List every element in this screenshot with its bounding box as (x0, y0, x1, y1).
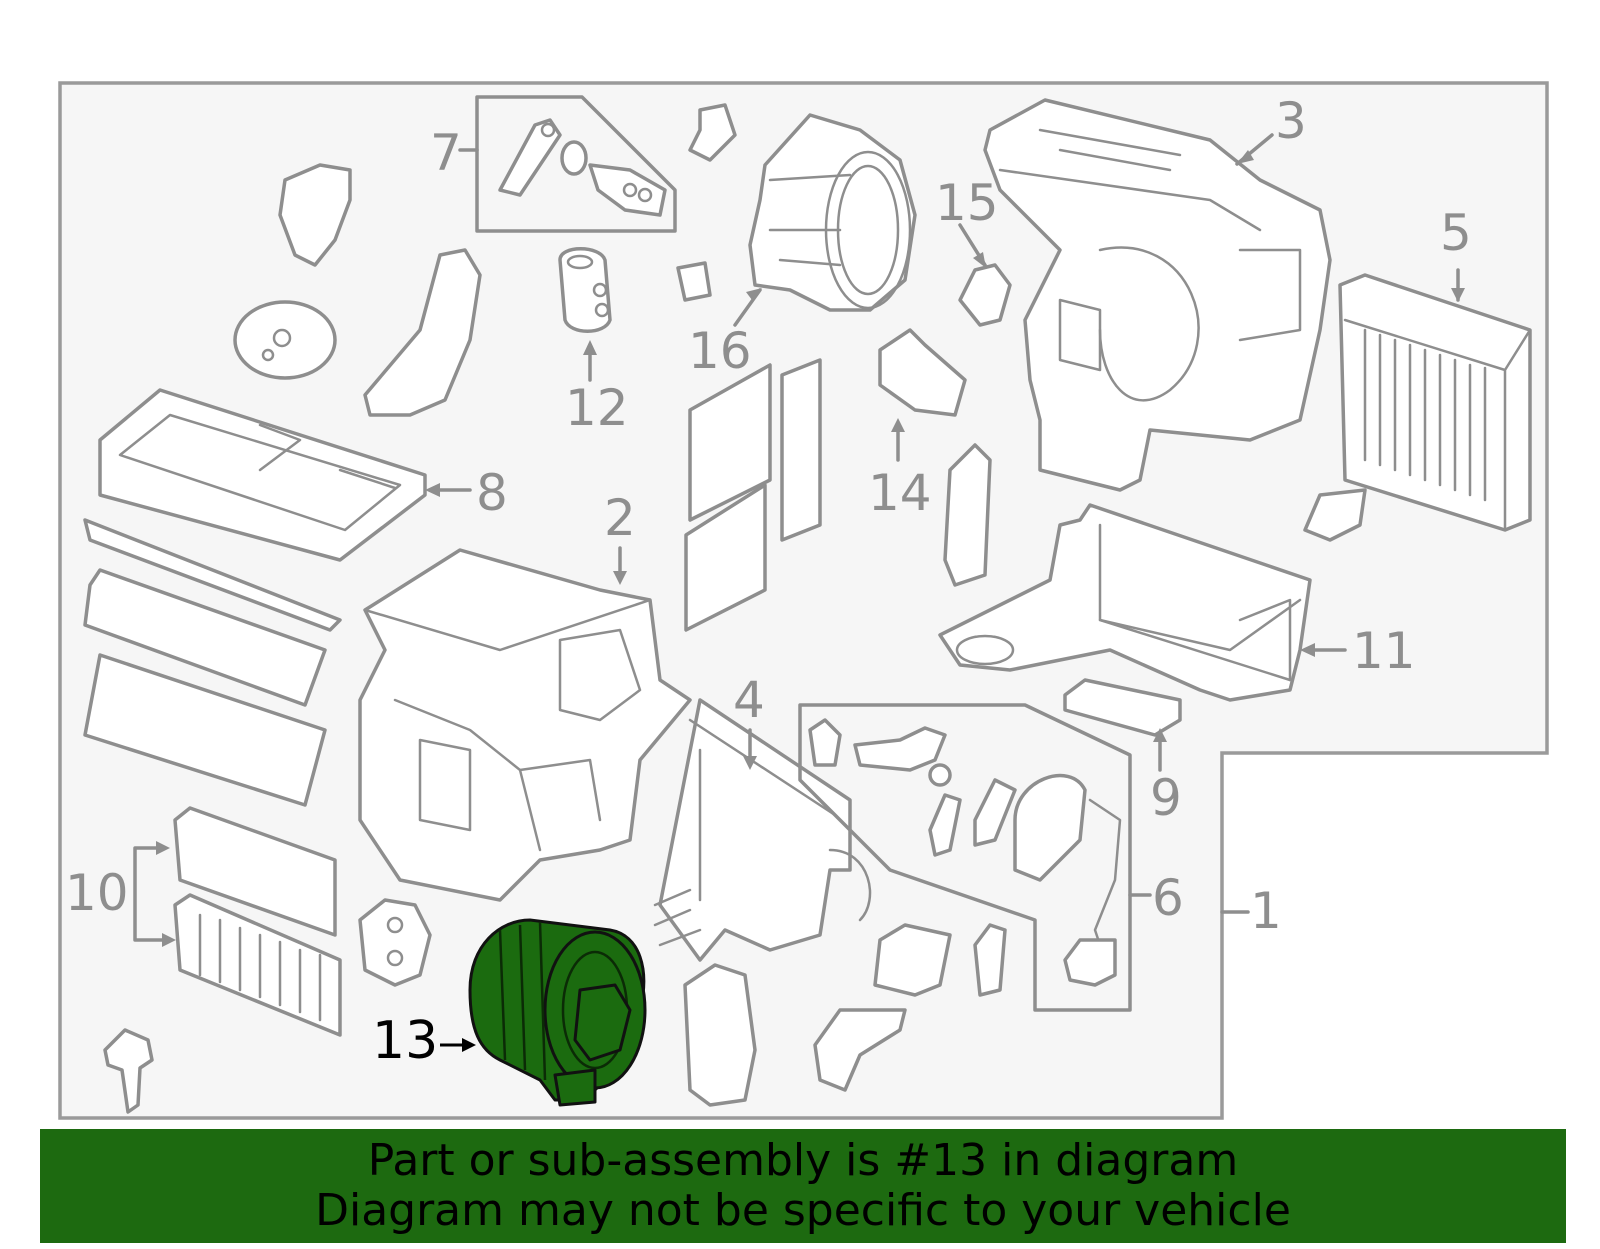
part-16-housing[interactable] (733, 113, 917, 327)
part-9-seal[interactable] (1063, 678, 1182, 772)
label-13: 13 (372, 1011, 438, 1071)
label-6: 6 (1152, 869, 1184, 927)
part-clip-small[interactable] (676, 261, 712, 302)
part-actuator-a[interactable] (363, 248, 482, 417)
part-15-sensor[interactable] (958, 223, 1012, 327)
part-14-resistor[interactable] (878, 328, 967, 462)
part-clip-a[interactable] (278, 163, 352, 267)
label-9: 9 (1150, 769, 1182, 827)
banner-line-1: Part or sub-assembly is #13 in diagram (367, 1135, 1239, 1186)
part-filter-small[interactable] (873, 923, 952, 997)
part-grommet[interactable] (233, 300, 337, 380)
part-11-lower-case[interactable] (938, 503, 1347, 702)
part-6-kit[interactable] (798, 703, 1152, 1012)
part-8-duct[interactable] (98, 388, 472, 562)
label-5: 5 (1440, 204, 1472, 262)
part-screw[interactable] (103, 1028, 154, 1114)
label-12: 12 (565, 379, 629, 437)
part-cover[interactable] (683, 963, 757, 1107)
label-15: 15 (935, 174, 999, 232)
part-12-valve[interactable] (558, 247, 612, 382)
part-seal[interactable] (943, 443, 992, 587)
cabin-filters[interactable] (684, 358, 822, 632)
label-4: 4 (733, 671, 765, 729)
banner-line-2: Diagram may not be specific to your vehi… (315, 1185, 1291, 1236)
info-banner: Part or sub-assembly is #13 in diagram D… (40, 1129, 1566, 1243)
part-7-kit[interactable] (458, 95, 677, 233)
label-3: 3 (1275, 92, 1307, 150)
part-3-upper-case[interactable] (983, 98, 1332, 492)
label-2: 2 (604, 489, 636, 547)
part-5-core[interactable] (1338, 268, 1532, 532)
part-duct-c[interactable] (83, 653, 327, 807)
part-13-blower-motor[interactable] (440, 918, 647, 1107)
part-duct-a[interactable] (83, 518, 342, 632)
label-7: 7 (430, 124, 462, 182)
part-2-case[interactable] (358, 546, 692, 902)
part-clip-b[interactable] (1303, 488, 1367, 542)
label-11: 11 (1352, 622, 1416, 680)
part-clip-c[interactable] (973, 923, 1007, 997)
part-duct-b[interactable] (83, 568, 327, 707)
part-4-heater-core[interactable] (653, 698, 872, 962)
label-14: 14 (868, 464, 932, 522)
part-10-filters[interactable] (133, 806, 342, 1037)
label-8: 8 (476, 464, 508, 522)
label-1: 1 (1250, 882, 1282, 940)
part-bracket-bottom[interactable] (813, 1008, 907, 1092)
label-10: 10 (65, 864, 129, 922)
label-16: 16 (688, 322, 752, 380)
part-bracket-top[interactable] (688, 103, 737, 162)
part-gasket[interactable] (358, 898, 432, 987)
